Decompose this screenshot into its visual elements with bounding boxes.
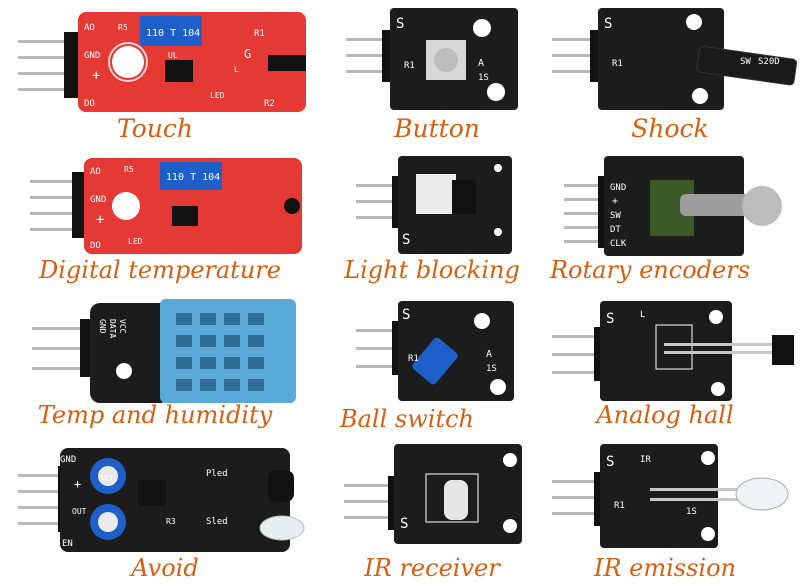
avoid-silk-en: EN (62, 539, 73, 549)
ir-emission-silk-1s: 1S (686, 507, 697, 517)
ir-emission-silk-r1: R1 (614, 501, 625, 511)
touch-silk-r5: R5 (118, 23, 128, 32)
avoid-silk-pled: Pled (206, 469, 228, 479)
touch-silk-plus: + (92, 68, 100, 84)
digital-temperature-board-image: 110 T 104 GND + AO DO R5 LED (30, 158, 302, 254)
digital-temperature-silk-plus: + (96, 212, 104, 228)
touch-board-image: 110 T 104 GND + AO DO LED R1 R2 R5 UL G … (18, 12, 306, 112)
digital-temperature-silk-do: DO (90, 241, 101, 251)
caption-analog-hall: Analog hall (596, 401, 734, 429)
caption-button: Button (394, 114, 480, 143)
ir-receiver-silk-s: S (400, 516, 408, 532)
dht11-vent-grid (176, 313, 264, 391)
button-silk-s: S (396, 16, 404, 32)
rotary-encoders-board-image: GND + SW DT CLK (564, 156, 782, 256)
touch-silk-g: G (244, 47, 251, 61)
caption-ball-switch: Ball switch (339, 405, 474, 433)
digital-temperature-pot-label: 110 T 104 (166, 172, 220, 183)
ball-switch-silk-r1: R1 (408, 354, 419, 364)
touch-silk-ul: UL (168, 51, 178, 60)
module-ir-receiver: S IR receiver (332, 440, 542, 586)
shock-board-image: S SW S20D R1 (552, 8, 798, 110)
ball-switch-silk-1s: 1S (486, 364, 497, 374)
temp-and-humidity-silk-gnd: GND (98, 319, 107, 334)
digital-temperature-silk-r5: R5 (124, 165, 134, 174)
touch-pins (18, 32, 78, 98)
digital-temperature-silk-led: LED (128, 237, 143, 246)
shock-silk-r1: R1 (612, 59, 623, 69)
avoid-silk-plus: + (74, 477, 81, 491)
rotary-encoders-silk-clk: CLK (610, 239, 627, 249)
avoid-silk-103: 103 (100, 474, 113, 482)
module-button: S A 1S R1 Button (332, 0, 542, 150)
touch-silk-ao: AO (84, 23, 95, 33)
caption-touch: Touch (117, 114, 193, 143)
caption-rotary-encoders: Rotary encoders (549, 256, 751, 284)
caption-ir-receiver: IR receiver (364, 554, 500, 582)
ball-switch-silk-s: S (402, 307, 410, 323)
module-shock: S SW S20D R1 Shock (540, 0, 800, 150)
touch-pot-label: 110 T 104 (146, 28, 200, 39)
module-avoid: GND + OUT EN Pled Sled R3 103 Avoid (0, 440, 320, 586)
touch-silk-do: DO (84, 99, 95, 109)
ball-switch-board-image: S A 1S R1 (356, 301, 514, 401)
caption-ir-emission: IR emission (593, 554, 737, 582)
touch-silk-led: LED (210, 91, 225, 100)
avoid-silk-sled: Sled (206, 517, 228, 527)
touch-silk-r2: R2 (264, 99, 275, 109)
ir-receiver-board-image: S (344, 444, 522, 544)
rotary-encoders-silk-plus: + (612, 196, 618, 207)
digital-temperature-silk-ao: AO (90, 167, 101, 177)
rotary-encoders-silk-sw: SW (610, 211, 621, 221)
temp-and-humidity-silk-data: DATA (108, 319, 117, 338)
ir-emission-silk-ir: IR (640, 455, 651, 465)
analog-hall-silk-s: S (606, 311, 614, 327)
button-silk-1s: 1S (478, 73, 489, 83)
rotary-encoders-silk-dt: DT (610, 225, 621, 235)
shock-silk-s: S (604, 16, 612, 32)
shock-silk-s20d: S20D (758, 57, 780, 67)
shock-silk-sw: SW (740, 57, 751, 67)
rotary-encoders-silk-gnd: GND (610, 183, 626, 193)
temp-and-humidity-silk-vcc: VCC (118, 319, 127, 334)
avoid-board-image: GND + OUT EN Pled Sled R3 103 (18, 448, 305, 552)
caption-shock: Shock (631, 114, 709, 143)
touch-silk-gnd: GND (84, 51, 100, 61)
temp-and-humidity-board-image: GND DATA VCC (32, 299, 296, 403)
analog-hall-board-image: S L (552, 301, 794, 401)
touch-silk-r1: R1 (254, 29, 265, 39)
analog-hall-silk-l: L (640, 310, 645, 320)
module-ir-emission: IR S 1S R1 IR emission (540, 440, 800, 586)
ir-emission-board-image: IR S 1S R1 (552, 444, 789, 548)
button-silk-r1: R1 (404, 61, 415, 71)
caption-temp-and-humidity: Temp and humidity (37, 401, 273, 429)
caption-light-blocking: Light blocking (344, 256, 520, 284)
light-blocking-board-image: S (356, 156, 512, 254)
touch-silk-l: L (234, 65, 239, 74)
module-light-blocking: S Light blocking (332, 150, 542, 295)
avoid-silk-out: OUT (72, 507, 87, 516)
module-ball-switch: S A 1S R1 Ball switch (332, 295, 542, 440)
avoid-silk-gnd: GND (60, 455, 76, 465)
module-digital-temperature: 110 T 104 GND + AO DO R5 LED Digital tem… (0, 150, 320, 295)
module-temp-and-humidity: GND DATA VCC Temp and humidity (0, 295, 320, 440)
ball-switch-silk-a: A (486, 349, 492, 360)
module-touch: 110 T 104 GND + AO DO LED R1 R2 R5 UL G … (0, 0, 310, 150)
module-rotary-encoders: GND + SW DT CLK Rotary encoders (550, 150, 800, 295)
ir-emission-silk-s: S (606, 454, 614, 470)
button-board-image: S A 1S R1 (346, 8, 518, 110)
digital-temperature-silk-gnd: GND (90, 195, 106, 205)
module-analog-hall: S L Analog hall (540, 295, 800, 440)
caption-digital-temperature: Digital temperature (39, 256, 281, 284)
caption-avoid: Avoid (131, 554, 199, 582)
light-blocking-silk-s: S (402, 232, 410, 248)
button-silk-a: A (478, 58, 484, 69)
avoid-silk-r3: R3 (166, 517, 176, 526)
